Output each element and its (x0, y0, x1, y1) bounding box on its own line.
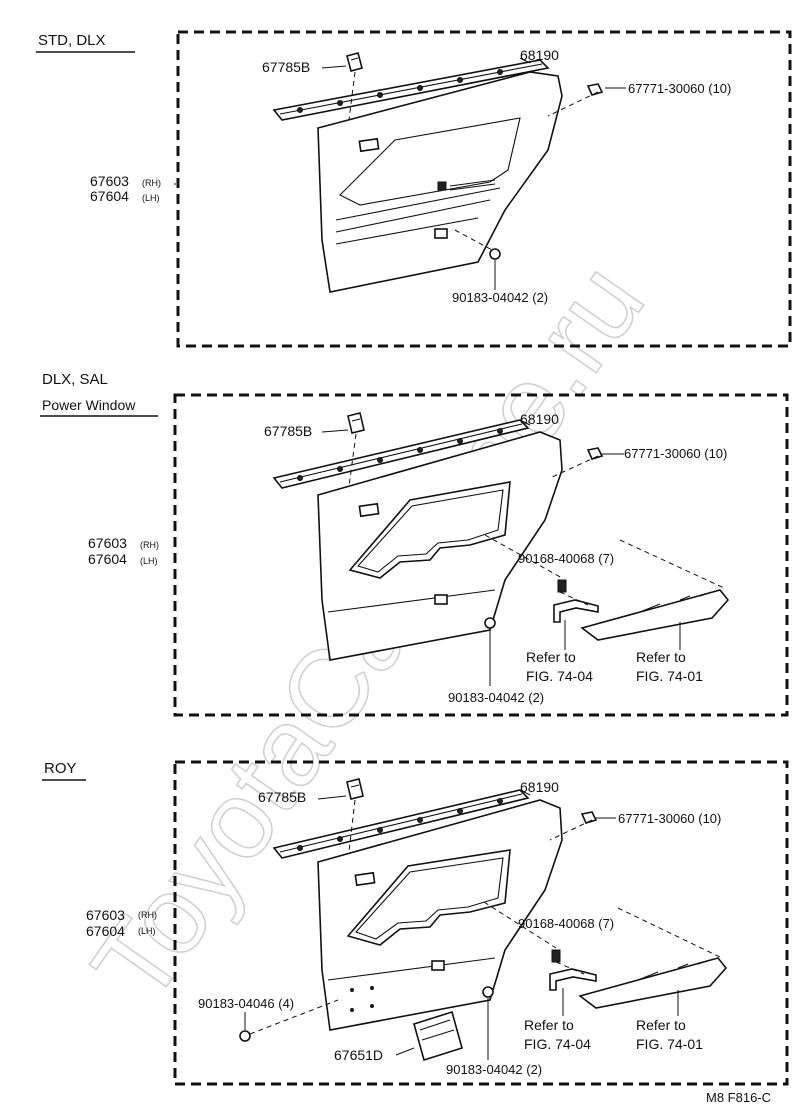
clip-67771-icon (586, 83, 604, 96)
label-rh: (RH) (140, 540, 159, 550)
ref-text-2: FIG. 74-04 (524, 1036, 591, 1052)
label-90168-40068: 90168-40068 (7) (518, 551, 614, 566)
screw-90183-icon (489, 248, 501, 260)
screw-90168-icon (551, 949, 561, 963)
label-67603: 67603 (86, 907, 125, 923)
switch-bracket (553, 599, 599, 623)
clip-67771-icon (580, 811, 598, 824)
weatherstrip-68190 (272, 419, 530, 489)
section-roy: ROY (42, 760, 789, 1086)
section-frame (173, 760, 789, 1086)
label-67771: 67771-30060 (10) (618, 811, 721, 826)
label-lh: (LH) (140, 556, 158, 566)
label-68190: 68190 (520, 47, 559, 63)
weatherstrip-68190 (272, 59, 550, 121)
section-std-dlx: STD, DLX (36, 30, 792, 348)
label-68190: 68190 (520, 779, 559, 795)
section-title: STD, DLX (38, 32, 106, 49)
label-90183-04042: 90183-04042 (2) (446, 1062, 542, 1077)
label-67771: 67771-30060 (10) (628, 81, 731, 96)
section-subtitle: Power Window (42, 397, 136, 413)
label-67785b: 67785B (264, 423, 312, 439)
section-title: ROY (44, 760, 77, 777)
label-rh: (RH) (142, 178, 161, 188)
section-dlx-sal: DLX, SAL Power Window (40, 371, 789, 717)
door-trim-board (317, 71, 563, 293)
ref-text-1: Refer to (526, 649, 576, 665)
clip-67785b-icon (346, 52, 363, 72)
screw-90168-icon (557, 579, 567, 593)
ref-text-3: Refer to (636, 649, 686, 665)
section-frame (176, 30, 792, 348)
label-90183-04046: 90183-04046 (4) (198, 996, 294, 1011)
label-90168-40068: 90168-40068 (7) (518, 916, 614, 931)
section-title: DLX, SAL (42, 371, 108, 388)
label-67603: 67603 (90, 173, 129, 189)
ref-text-3: Refer to (636, 1017, 686, 1033)
screw-90183-04046-icon (239, 1030, 251, 1042)
ref-text-2: FIG. 74-04 (526, 668, 593, 684)
door-trim-board (317, 431, 563, 661)
label-rh: (RH) (138, 910, 157, 920)
label-90183-04042: 90183-04042 (2) (452, 290, 548, 305)
screw-90183-icon (482, 986, 494, 998)
weatherstrip-68190 (272, 789, 530, 859)
ref-text-4: FIG. 74-01 (636, 668, 703, 684)
ref-text-4: FIG. 74-01 (636, 1036, 703, 1052)
armrest-switch-base (578, 957, 728, 1009)
armrest-switch-base (580, 589, 730, 641)
label-67785b: 67785B (258, 789, 306, 805)
label-lh: (LH) (138, 926, 156, 936)
section-frame (173, 393, 789, 717)
label-lh: (LH) (142, 193, 160, 203)
label-67604: 67604 (86, 923, 125, 939)
footer-code: M8 F816-C (706, 1090, 771, 1105)
clip-67771-icon (586, 447, 604, 460)
label-67785b: 67785B (262, 59, 310, 75)
pad-67651d (413, 1010, 463, 1062)
label-68190: 68190 (520, 411, 559, 427)
label-67604: 67604 (90, 188, 129, 204)
switch-bracket (549, 968, 597, 991)
screw-90183-icon (484, 617, 496, 629)
label-67651d: 67651D (334, 1047, 383, 1063)
label-67771: 67771-30060 (10) (624, 446, 727, 461)
clip-67785b-icon (346, 778, 364, 800)
door-trim-board (317, 799, 563, 1031)
clip-67785b-icon (347, 412, 365, 434)
ref-text-1: Refer to (524, 1017, 574, 1033)
label-90183-04042: 90183-04042 (2) (448, 690, 544, 705)
label-67604: 67604 (88, 551, 127, 567)
label-67603: 67603 (88, 535, 127, 551)
